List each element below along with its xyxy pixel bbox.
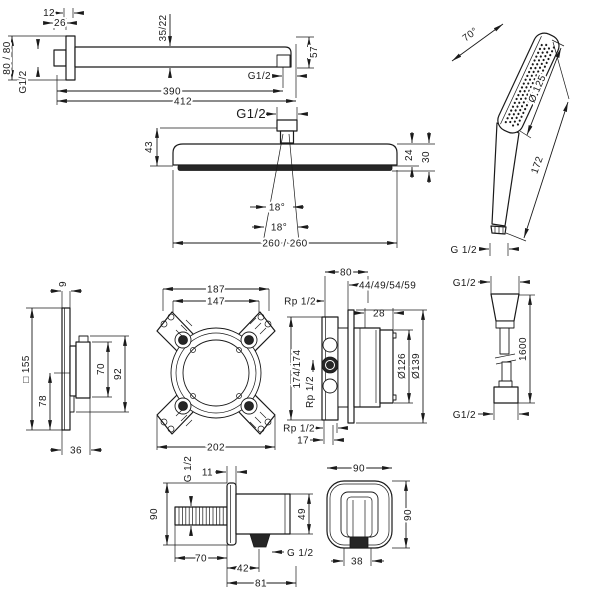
dim-head-43: 43 (144, 141, 155, 153)
label-hand-g12: G 1/2 (451, 245, 477, 256)
dim-arm-390: 390 (163, 87, 181, 98)
dim-head-angle-2: 18° (271, 223, 287, 234)
label-valve-rp12-bot: Rp 1/2 (283, 424, 315, 435)
label-arm-g12-outlet: G1/2 (248, 71, 271, 82)
bracket-rib-hatches (175, 317, 267, 429)
dim-bracket-202: 202 (207, 443, 225, 454)
label-head-g12: G1/2 (236, 106, 266, 121)
dim-trim-36: 36 (70, 446, 82, 457)
dim-outlet-70: 70 (195, 554, 207, 565)
label-valve-rp12-top: Rp 1/2 (284, 297, 316, 308)
bracket-screw-bosses (160, 313, 272, 433)
overhead-shower-view: G1/2 43 24 30 18° 18° 260 / 260 (142, 104, 435, 252)
hand-shower-view: 70° Ø 125 172 G 1/2 (449, 23, 570, 258)
dim-holder-38: 38 (351, 557, 363, 568)
dim-outlet-90: 90 (149, 508, 160, 520)
label-hose-g12-bot: G1/2 (453, 410, 476, 421)
dim-valve-d126: Ø126 (397, 353, 408, 379)
thermostat-rough-side-view: 80 44/49/54/59 28 Rp 1/2 174/174 Rp 1/2 … (281, 266, 427, 449)
dim-trim-70: 70 (96, 363, 107, 375)
dim-outlet-81: 81 (255, 579, 267, 590)
dim-trim-78: 78 (38, 395, 49, 407)
label-hose-g12-top: G1/2 (453, 278, 476, 289)
dim-valve-17: 17 (297, 436, 309, 447)
label-outlet-g12-out: G 1/2 (287, 548, 313, 559)
ibox-basic-set-view: 187 147 202 (156, 283, 276, 456)
label-arm-g12-wall: G1/2 (18, 70, 29, 93)
dim-hand-70deg: 70° (461, 26, 481, 45)
dim-arm-412: 412 (174, 97, 192, 108)
dim-holder-90-width: 90 (353, 464, 365, 475)
dim-outlet-11: 11 (202, 468, 213, 479)
dim-valve-variants: 44/49/54/59 (359, 281, 416, 292)
label-outlet-g12-pipe: G 1/2 (183, 456, 194, 482)
dim-bracket-147: 147 (207, 297, 225, 308)
dim-hand-172: 172 (529, 155, 545, 176)
shower-hose-view: G1/2 1600 G1/2 (451, 276, 535, 423)
dim-arm-57: 57 (309, 46, 320, 58)
dim-outlet-49: 49 (297, 508, 308, 520)
shower-arm-view: 12 26 35/22 80 / 80 G1/2 57 G1/2 390 (0, 6, 322, 110)
dim-valve-174: 174/174 (292, 349, 303, 388)
dim-outlet-42: 42 (237, 564, 249, 575)
dim-head-260: 260 / 260 (262, 239, 307, 250)
thermostat-trim-side-view: 9 □ 155 78 70 92 36 (19, 279, 129, 459)
dim-trim-155: □ 155 (21, 355, 32, 383)
dim-bracket-187: 187 (207, 285, 225, 296)
outlet-thread-hatch (178, 507, 224, 525)
wall-outlet-side-view: G 1/2 11 90 49 G 1/2 70 42 81 (147, 454, 315, 592)
dim-head-24: 24 (404, 149, 415, 161)
dim-arm-12: 12 (43, 8, 55, 19)
dim-valve-80: 80 (340, 268, 352, 279)
dim-head-angle-1: 18° (269, 203, 285, 214)
wall-outlet-front-view: 90 90 38 (326, 462, 416, 570)
dim-head-30: 30 (421, 151, 432, 163)
dim-arm-80-80: 80 / 80 (2, 41, 13, 74)
dim-arm-35-22: 35/22 (158, 14, 169, 41)
dim-trim-9: 9 (58, 281, 69, 287)
dim-holder-90-height: 90 (403, 509, 414, 521)
label-valve-rp12-mid: Rp 1/2 (305, 376, 316, 408)
dim-trim-92: 92 (113, 368, 124, 380)
dim-arm-26: 26 (54, 18, 66, 29)
dim-hose-1600: 1600 (518, 337, 529, 361)
dim-valve-d139: Ø139 (411, 353, 422, 379)
